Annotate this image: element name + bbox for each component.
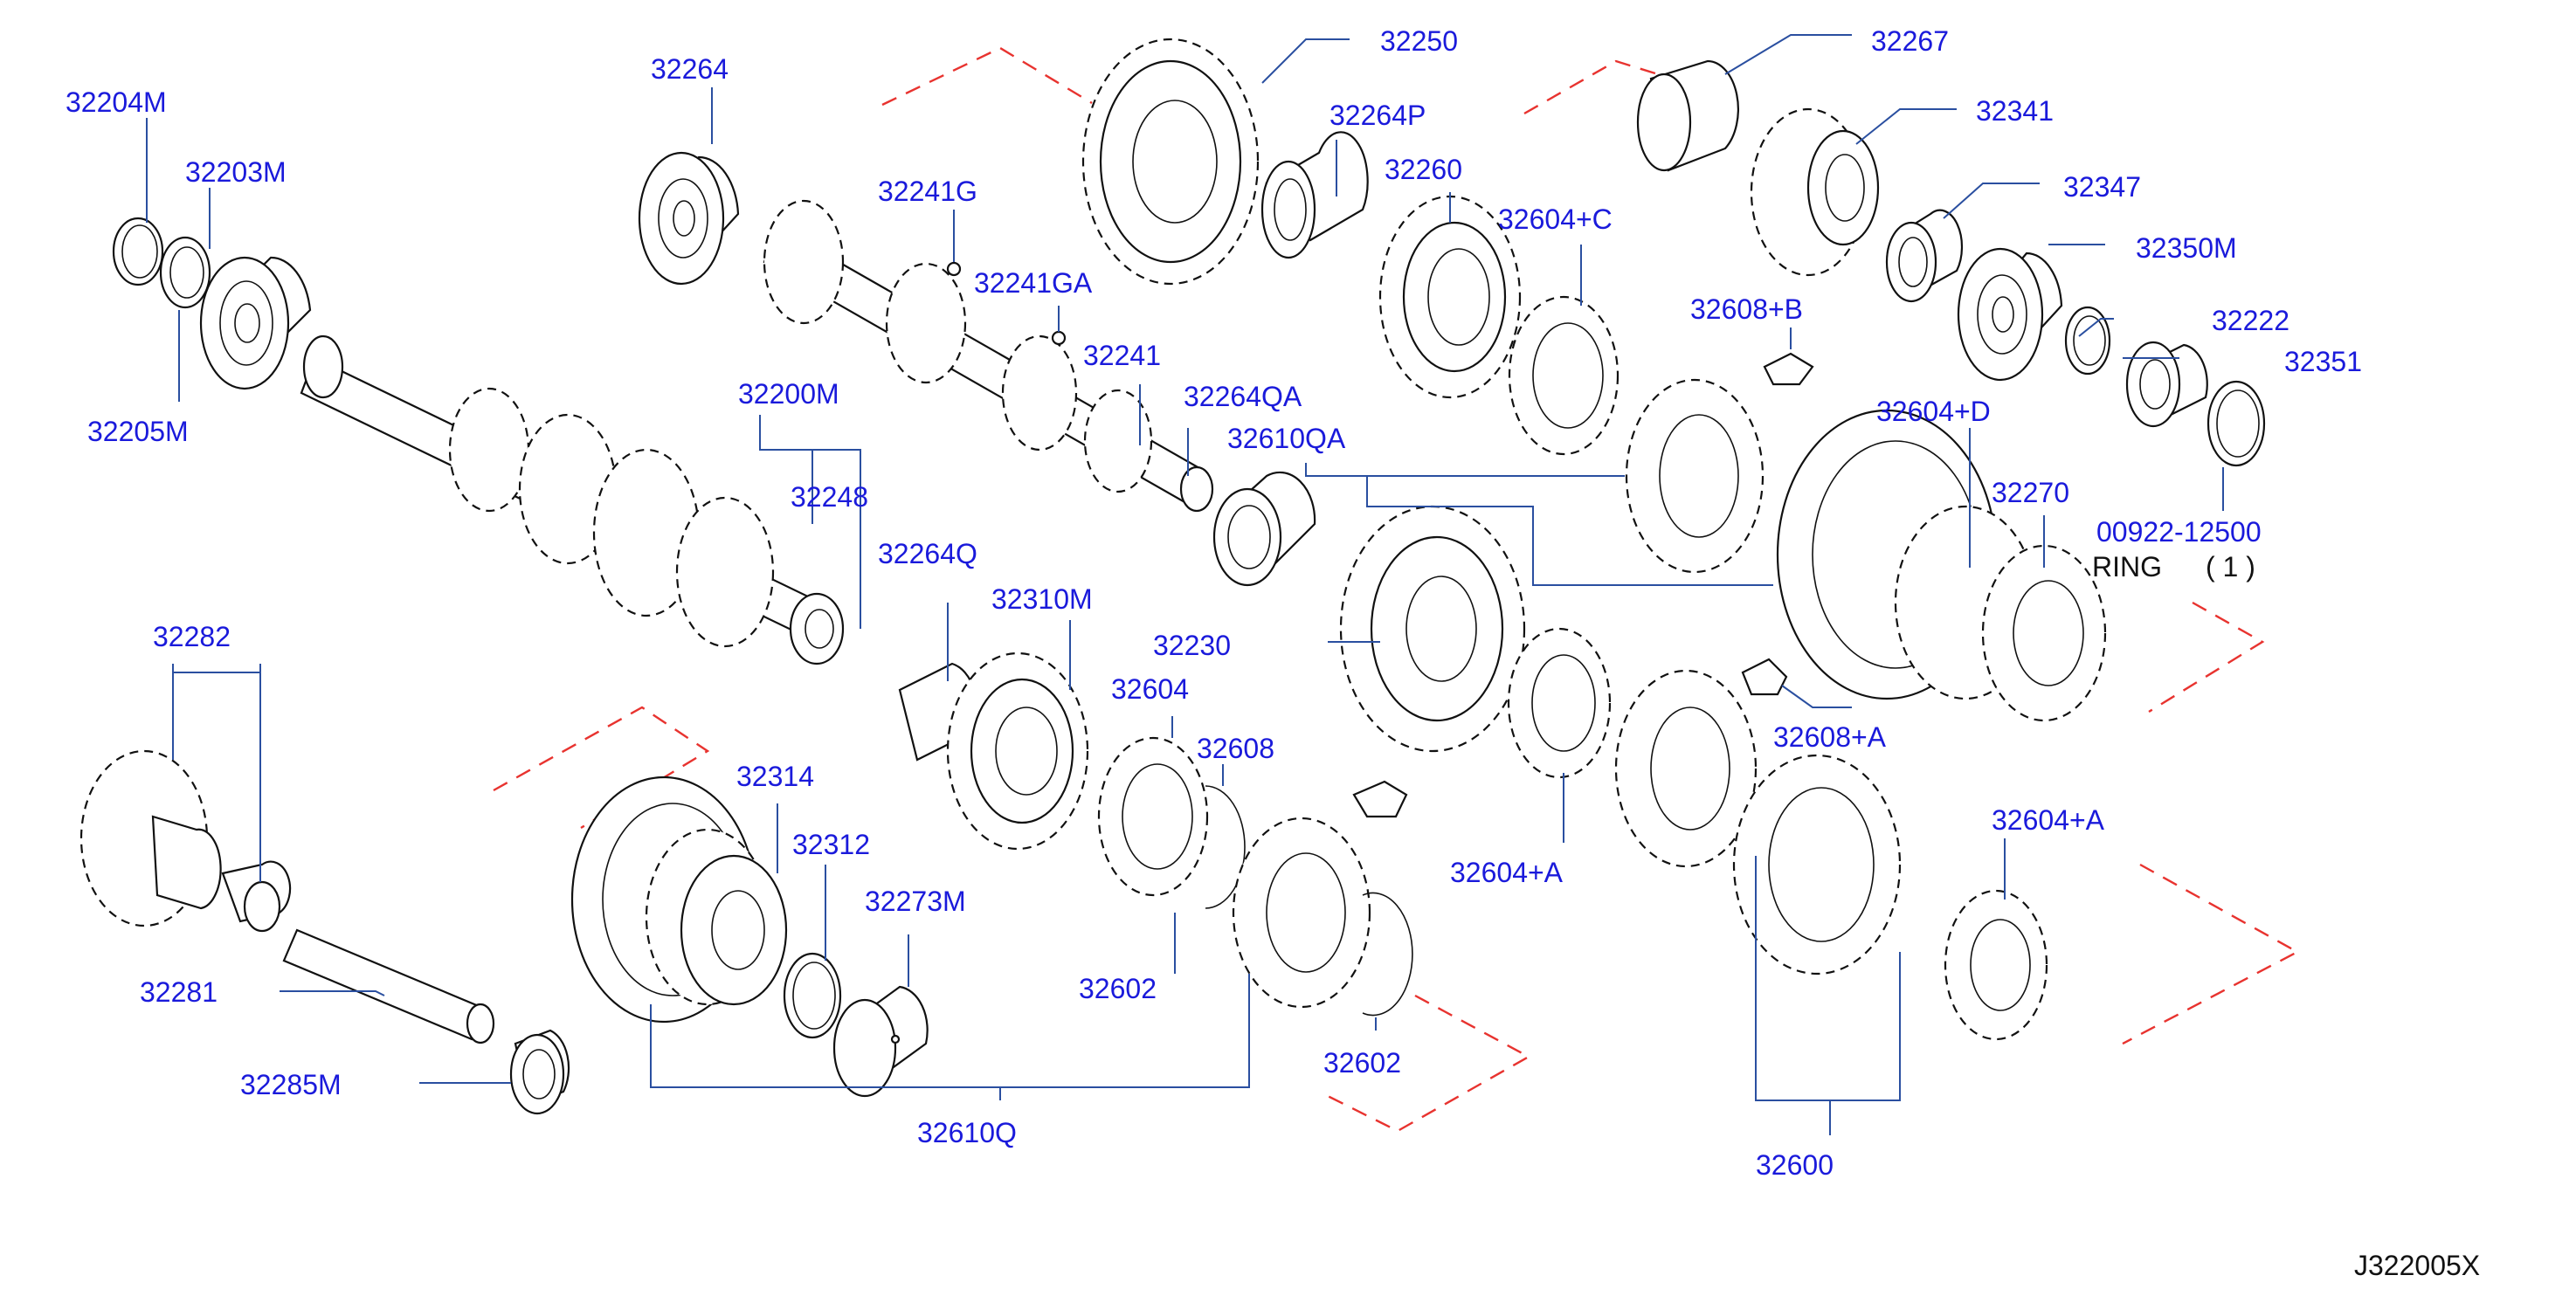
leader-lines bbox=[146, 34, 2224, 1135]
snap-ring-32222 bbox=[2064, 306, 2111, 376]
synchro-ring-32604C bbox=[1508, 295, 1619, 456]
idler-shaft-32281 bbox=[282, 928, 495, 1044]
label-32610QA[interactable]: 32610QA bbox=[1227, 423, 1346, 454]
phantom-outline-mid-right bbox=[2148, 601, 2265, 713]
diagram-code: J322005X bbox=[2354, 1250, 2480, 1281]
part-labels: 32204M 32203M 32205M 32264 32241G 32241G… bbox=[66, 25, 2480, 1281]
label-32608[interactable]: 32608 bbox=[1197, 733, 1274, 764]
label-32273M[interactable]: 32273M bbox=[865, 886, 966, 917]
label-32604[interactable]: 32604 bbox=[1111, 673, 1189, 705]
label-32205M[interactable]: 32205M bbox=[87, 416, 189, 447]
label-32604A-lower[interactable]: 32604+A bbox=[1992, 804, 2105, 836]
label-32200M[interactable]: 32200M bbox=[738, 378, 839, 410]
needle-bearing-32264QA bbox=[1212, 471, 1316, 587]
reverse-idler-gear-32282 bbox=[79, 749, 222, 927]
label-32222[interactable]: 32222 bbox=[2212, 305, 2289, 336]
label-32602-upper[interactable]: 32602 bbox=[1079, 973, 1157, 1004]
spring-32602-lower bbox=[1362, 892, 1413, 1017]
label-32270[interactable]: 32270 bbox=[1992, 477, 2069, 508]
bearing-32350M bbox=[1957, 247, 2063, 382]
label-32230[interactable]: 32230 bbox=[1153, 630, 1231, 661]
main-shaft-32200M bbox=[300, 334, 845, 665]
snap-ring-32204M bbox=[112, 217, 164, 286]
label-32241GA[interactable]: 32241GA bbox=[974, 267, 1093, 299]
label-32264Q[interactable]: 32264Q bbox=[878, 538, 977, 569]
label-32260[interactable]: 32260 bbox=[1385, 154, 1462, 185]
shifting-insert-32608B bbox=[1763, 352, 1814, 386]
label-32341[interactable]: 32341 bbox=[1976, 95, 2054, 127]
label-32264QA[interactable]: 32264QA bbox=[1184, 381, 1302, 412]
gear-32260 bbox=[1378, 195, 1522, 399]
label-ring: RING bbox=[2092, 551, 2162, 583]
label-32267[interactable]: 32267 bbox=[1871, 25, 1949, 57]
parts bbox=[79, 38, 2266, 1115]
sleeve-32264P bbox=[1260, 131, 1369, 259]
label-32264P[interactable]: 32264P bbox=[1329, 100, 1426, 131]
spacer-32347 bbox=[1885, 209, 1964, 303]
label-32285M[interactable]: 32285M bbox=[240, 1069, 342, 1100]
label-32608B[interactable]: 32608+B bbox=[1690, 293, 1803, 325]
bearing-32351 bbox=[2125, 341, 2208, 428]
label-32602-lower[interactable]: 32602 bbox=[1323, 1047, 1401, 1079]
label-32351[interactable]: 32351 bbox=[2284, 346, 2362, 377]
label-32350M[interactable]: 32350M bbox=[2136, 232, 2237, 264]
label-32604C[interactable]: 32604+C bbox=[1498, 203, 1613, 235]
bushing-32267 bbox=[1636, 59, 1739, 172]
gear-32230 bbox=[1339, 505, 1526, 753]
synchro-ring-32604A-upper bbox=[1507, 627, 1612, 779]
bushing-32282 bbox=[221, 860, 292, 933]
spring-32602-upper bbox=[1205, 785, 1246, 909]
bearing-32264 bbox=[638, 151, 740, 286]
label-32203M[interactable]: 32203M bbox=[185, 156, 287, 188]
gear-32312 bbox=[680, 854, 788, 1006]
label-32610Q[interactable]: 32610Q bbox=[917, 1117, 1017, 1148]
label-32604D[interactable]: 32604+D bbox=[1876, 396, 1991, 427]
bearing-32203M bbox=[199, 256, 312, 390]
label-32204M[interactable]: 32204M bbox=[66, 86, 167, 118]
shifting-insert-32608 bbox=[1352, 780, 1408, 818]
label-32347[interactable]: 32347 bbox=[2063, 171, 2141, 203]
synchro-hub-32610Q bbox=[1232, 817, 1371, 1009]
bushing-32273M bbox=[832, 985, 929, 1098]
label-32314[interactable]: 32314 bbox=[736, 761, 814, 792]
shifting-insert-32608A bbox=[1741, 658, 1788, 696]
phantom-outline-lower-right bbox=[2122, 863, 2300, 1045]
synchro-sleeve-32600-b bbox=[1732, 754, 1902, 975]
snap-ring-32312 bbox=[783, 952, 842, 1039]
label-32264[interactable]: 32264 bbox=[651, 53, 729, 85]
synchro-hub-32600-a bbox=[1614, 669, 1758, 868]
gear-32341 bbox=[1750, 107, 1880, 277]
gear-32250 bbox=[1081, 38, 1260, 286]
label-32241G[interactable]: 32241G bbox=[878, 176, 977, 207]
synchro-ring-32604 bbox=[1097, 736, 1209, 897]
label-00922-12500[interactable]: 00922-12500 bbox=[2096, 516, 2262, 548]
label-32312[interactable]: 32312 bbox=[792, 829, 870, 860]
label-32310M[interactable]: 32310M bbox=[991, 583, 1093, 615]
label-32608A[interactable]: 32608+A bbox=[1773, 721, 1887, 753]
synchro-hub-32610QA bbox=[1625, 378, 1765, 574]
label-32600[interactable]: 32600 bbox=[1756, 1149, 1834, 1181]
counter-shaft-32241 bbox=[763, 199, 1214, 513]
label-32241[interactable]: 32241 bbox=[1083, 340, 1161, 371]
washer-32205M bbox=[159, 236, 211, 309]
synchro-assembly-32604D bbox=[1776, 409, 2107, 722]
label-ring-quantity: ( 1 ) bbox=[2206, 551, 2255, 583]
label-32604A-upper[interactable]: 32604+A bbox=[1450, 857, 1564, 888]
snap-ring-00922-12500 bbox=[2207, 380, 2266, 467]
gear-32310M bbox=[898, 651, 1089, 851]
phantom-outline-top-shaft bbox=[881, 46, 1093, 107]
label-32248[interactable]: 32248 bbox=[791, 481, 868, 513]
phantom-outline-top-right bbox=[1523, 59, 1687, 115]
label-32250[interactable]: 32250 bbox=[1380, 25, 1458, 57]
label-32282[interactable]: 32282 bbox=[153, 621, 231, 652]
synchro-ring-32604A-lower bbox=[1944, 889, 2048, 1041]
label-32281[interactable]: 32281 bbox=[140, 976, 218, 1008]
phantom-outline-lower-mid bbox=[1327, 994, 1531, 1133]
washer-32285M bbox=[509, 1029, 570, 1115]
